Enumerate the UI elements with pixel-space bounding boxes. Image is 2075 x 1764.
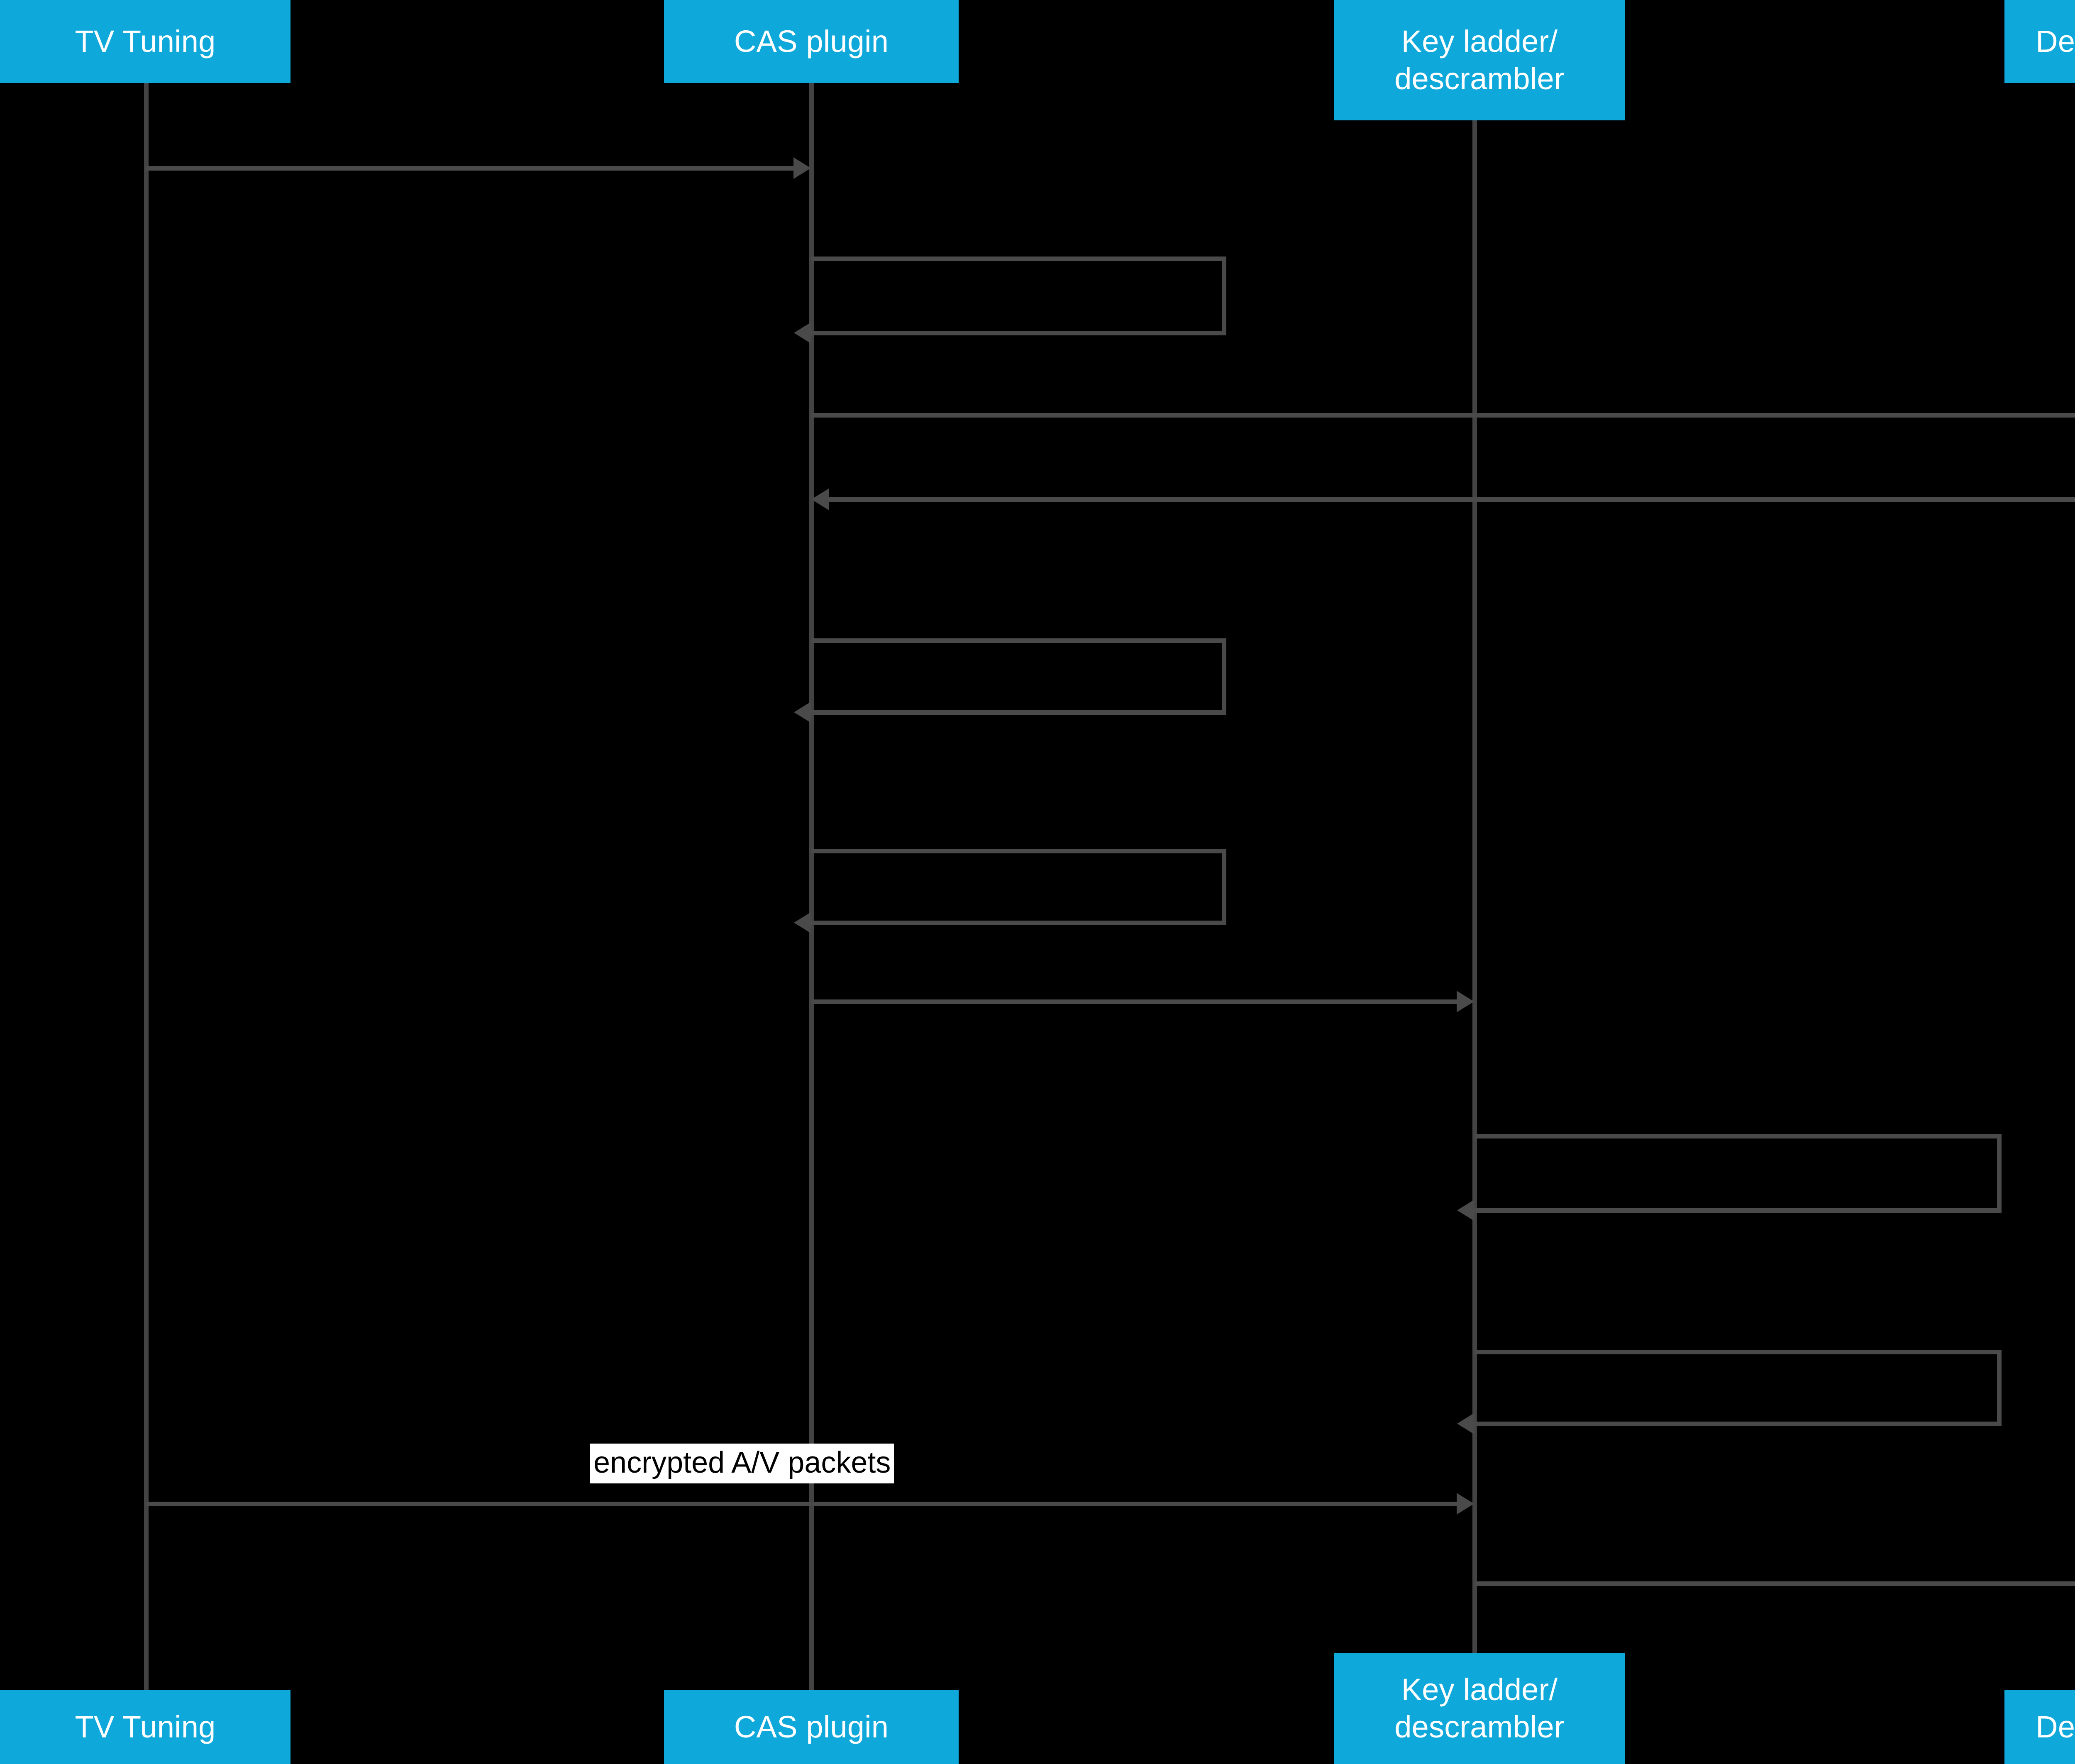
self-call-6-bottom-segment (811, 921, 1226, 925)
message-self-call-8-key-ladder (1474, 1134, 2002, 1217)
arrowhead-left-2 (794, 322, 811, 344)
participant-footer-cas-plugin[interactable]: CAS plugin (664, 1690, 959, 1764)
self-call-9-bottom-segment (1474, 1422, 2002, 1426)
participant-header-cas-plugin[interactable]: CAS plugin (664, 0, 959, 83)
self-call-6-right-segment (1222, 849, 1226, 925)
participant-footer-key-ladder-label-line1: Key ladder/ (1401, 1672, 1558, 1707)
participant-header-key-ladder-label-line2: descrambler (1394, 61, 1565, 96)
arrowhead-left-9 (1457, 1413, 1474, 1434)
message-self-call-5-cas-plugin (811, 638, 1226, 719)
participant-header-key-ladder-label-line1: Key ladder/ (1401, 24, 1558, 59)
arrowhead-right-7 (1457, 991, 1474, 1012)
message-label-encrypted-av-packets: encrypted A/V packets (590, 1444, 894, 1483)
participant-header-decode-display-label: Decode, display (2036, 24, 2075, 59)
participant-header-cas-plugin-label: CAS plugin (734, 24, 889, 59)
participant-footer-decode-display-label: Decode, display (2036, 1709, 2075, 1744)
arrowhead-left-5 (794, 701, 811, 723)
participant-footer-tv-tuning-label: TV Tuning (75, 1709, 216, 1744)
lifeline-cas-plugin (809, 83, 814, 1690)
arrowhead-right-1 (793, 157, 811, 179)
participant-header-tv-tuning-label: TV Tuning (75, 24, 216, 59)
message-arrow-3-cas-plugin-to-ca-headend (811, 413, 2075, 418)
lifeline-key-ladder (1472, 120, 1477, 1653)
arrowhead-right-10 (1457, 1493, 1474, 1515)
message-self-call-9-key-ladder (1474, 1350, 2002, 1431)
participant-footer-cas-plugin-label: CAS plugin (734, 1709, 889, 1744)
message-self-call-2-cas-plugin (811, 257, 1226, 340)
self-call-9-right-segment (1997, 1350, 2002, 1426)
self-call-8-right-segment (1997, 1134, 2002, 1213)
self-call-8-top-segment (1474, 1134, 2002, 1139)
participant-footer-key-ladder-label-line2: descrambler (1394, 1710, 1565, 1744)
message-arrow-7-cas-plugin-to-key-ladder (811, 999, 1457, 1004)
self-call-2-bottom-segment (811, 331, 1226, 335)
message-arrow-1-tv-tuning-to-cas-plugin (146, 166, 793, 171)
message-arrow-11-key-ladder-to-decode-display (1474, 1581, 2075, 1586)
participant-header-tv-tuning[interactable]: TV Tuning (0, 0, 290, 83)
self-call-5-right-segment (1222, 638, 1226, 715)
self-call-5-bottom-segment (811, 710, 1226, 715)
message-arrow-4-ca-headend-to-cas-plugin (829, 497, 2075, 502)
arrowhead-left-4 (811, 489, 829, 510)
participant-footer-key-ladder[interactable]: Key ladder/ descrambler (1334, 1653, 1625, 1764)
self-call-6-top-segment (811, 849, 1226, 853)
participant-footer-tv-tuning[interactable]: TV Tuning (0, 1690, 290, 1764)
arrowhead-left-6 (794, 912, 811, 933)
self-call-2-top-segment (811, 257, 1226, 261)
self-call-9-top-segment (1474, 1350, 2002, 1354)
lifeline-tv-tuning (144, 83, 149, 1690)
self-call-2-right-segment (1222, 257, 1226, 335)
message-arrow-10-tv-tuning-to-key-ladder (146, 1502, 1457, 1506)
arrowhead-left-8 (1457, 1200, 1474, 1221)
message-self-call-6-cas-plugin (811, 849, 1226, 930)
participant-header-key-ladder[interactable]: Key ladder/ descrambler (1334, 0, 1625, 120)
participant-header-decode-display[interactable]: Decode, display (2004, 0, 2075, 83)
self-call-8-bottom-segment (1474, 1208, 2002, 1213)
self-call-5-top-segment (811, 638, 1226, 643)
participant-footer-decode-display[interactable]: Decode, display (2004, 1690, 2075, 1764)
